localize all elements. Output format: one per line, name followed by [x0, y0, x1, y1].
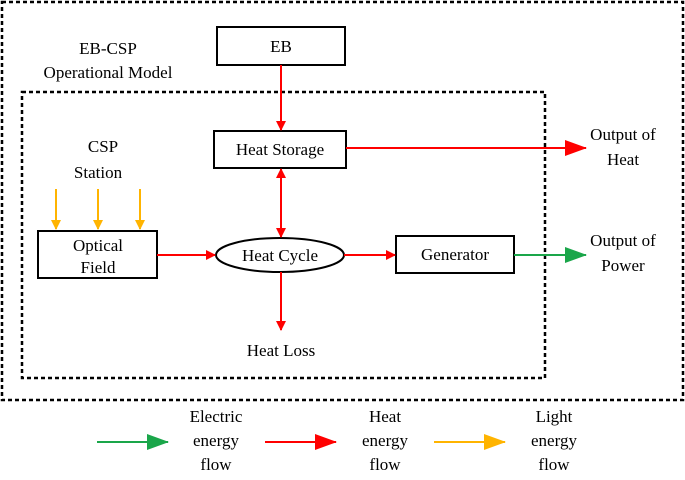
generator-label: Generator — [421, 245, 489, 264]
output-heat-line1: Output of — [590, 125, 656, 144]
legend-light-line1: Light — [536, 407, 573, 426]
model-title-line1: EB-CSP — [79, 39, 137, 58]
legend-electric-line3: flow — [200, 455, 232, 474]
heat-storage-label: Heat Storage — [236, 140, 324, 159]
output-power-line1: Output of — [590, 231, 656, 250]
legend-light-line3: flow — [538, 455, 570, 474]
legend-heat-line3: flow — [369, 455, 401, 474]
inner-boundary — [20, 90, 547, 380]
legend-heat-line2: energy — [362, 431, 408, 450]
output-power-line2: Power — [601, 256, 645, 275]
legend: Electric energy flow Heat energy flow Li… — [97, 407, 577, 474]
model-title-line2: Operational Model — [44, 63, 173, 82]
output-heat-line2: Heat — [607, 150, 639, 169]
legend-light-line2: energy — [531, 431, 577, 450]
eb-label: EB — [270, 37, 292, 56]
legend-electric-line1: Electric — [190, 407, 243, 426]
heat-loss-label: Heat Loss — [247, 341, 315, 360]
legend-electric-line2: energy — [193, 431, 239, 450]
eb-box — [216, 26, 346, 66]
csp-station-line1: CSP — [88, 137, 118, 156]
optical-field-box — [37, 230, 158, 279]
optical-field-line1: Optical — [73, 236, 123, 255]
csp-station-line2: Station — [74, 163, 123, 182]
legend-heat-line1: Heat — [369, 407, 401, 426]
heat-storage-box — [213, 130, 347, 169]
heat-cycle-label: Heat Cycle — [242, 246, 318, 265]
optical-field-line2: Field — [81, 258, 116, 277]
